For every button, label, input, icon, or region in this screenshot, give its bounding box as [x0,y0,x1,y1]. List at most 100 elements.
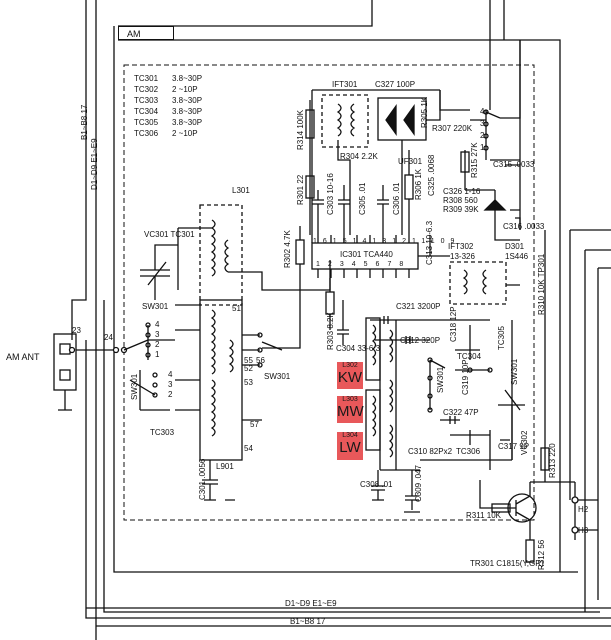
switch-contact [427,393,433,399]
ic-pin-numbers-bottom: 12345678 [316,261,412,268]
ift301-winding [350,103,356,137]
ic-label: IC301 TCA440 [340,250,393,259]
switch-pos: 1 [155,350,160,359]
component-label: SW301 [436,366,445,393]
component-label: SW301 [510,358,519,385]
l301-wire [177,227,300,291]
component-label: C303 10-16 [326,173,335,215]
r315-wire [464,150,495,191]
coil-pin: 56 [256,356,265,365]
switch-pos: 3 [480,119,485,128]
cap-c303 [312,190,324,235]
switch-contact [427,357,433,363]
component-label: C326 1-16 [443,187,481,196]
switch-contact [483,145,489,151]
c322-wire [440,416,460,424]
r315-body [460,151,470,173]
tc304-wire [455,340,480,360]
tc306-wire [450,430,490,445]
c304-wire [337,300,349,345]
switch-contact [427,375,433,381]
component-label: 13-326 [450,252,475,261]
bus-wire [489,0,521,230]
c301-wire [202,460,218,501]
c317-wire [489,430,510,470]
ift302-wire [418,235,520,286]
switch-contact [145,352,151,358]
component-label: D301 [505,242,525,251]
l901-wire [242,334,262,421]
bus-label: D1~D9 E1~E9 [285,599,337,608]
ift302-shield [449,261,507,305]
component-label: SW301 [130,373,139,400]
switch-pos: 3 [155,330,160,339]
component-label: R302 4.7K [283,230,292,268]
l301-shield [199,204,243,306]
coil-pin: 52 [244,364,253,373]
l301-winding [210,219,216,277]
component-label: L901 [216,462,234,471]
band-winding [388,379,394,413]
component-label: R306 1K [414,168,423,200]
component-label: C319 10P [461,359,470,395]
ift302-winding [482,269,488,295]
component-label: C318 12P [449,306,458,342]
component-label: C327 100P [375,80,416,89]
r303-body [325,291,335,315]
resistor-r301-body [305,175,315,199]
l901-winding [210,379,216,437]
ift302-winding [462,269,468,295]
switch-right [485,40,521,160]
component-label: TR301 C1815(Y,GR) [470,559,544,568]
l901-wire [175,304,200,411]
component-label: R304 2.2K [340,152,378,161]
component-label: C317 9P [498,442,530,451]
component-label: R308 560 [443,196,478,205]
section-title: AM [118,26,174,40]
component-label: 1S446 [505,252,529,261]
component-label: R311 10K [466,511,501,520]
component-label: C306 .01 [392,182,401,215]
component-label: SW301 [142,302,169,311]
component-label: R309 39K [443,205,479,214]
ift301-shield [321,94,369,148]
switch-pos: 4 [155,320,160,329]
switch-pos: 4 [480,107,485,116]
component-label: C322 47P [443,408,479,417]
vc301-wire [154,244,178,300]
r307-wire [439,90,486,121]
component-label: TC304 [457,352,482,361]
switch-pos: 2 [155,340,160,349]
switch-contact [427,407,433,413]
bus-label: B1~B8 17 [290,617,326,626]
component-label: TC303 [150,428,175,437]
component-label: R313 220 [548,443,557,478]
bus-label: B1~B8 17 [80,104,89,140]
component-label: SW301 [264,372,291,381]
d301-wire [494,190,520,241]
c316-wire [510,209,521,230]
component-label: C315 .0033 [493,160,535,169]
antenna-ground [58,390,72,411]
tr301-base [479,480,516,509]
component-label: C304 33-6.3 [336,344,381,353]
switch-contact [257,362,263,368]
l901-box [199,299,243,461]
coil-pin: 51 [232,304,241,313]
terminal-node [571,496,579,504]
switch-contact [152,382,158,388]
r313-body [540,447,550,471]
r313-wire [530,440,575,483]
switch-contact [467,367,473,373]
component-label: VC302 [520,430,529,455]
switch-pos: 4 [168,370,173,379]
terminal-node [68,346,76,354]
resistor-r314-body [305,109,315,139]
frame-wire [71,0,87,340]
